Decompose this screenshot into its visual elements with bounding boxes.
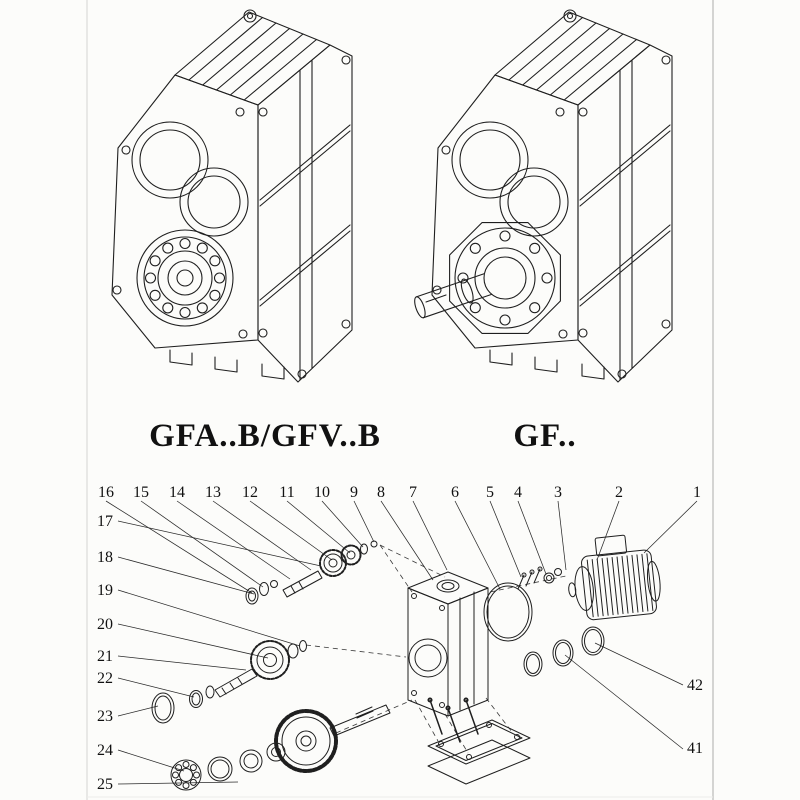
output-shaft bbox=[414, 273, 493, 319]
leader-41 bbox=[564, 654, 684, 750]
leader-4 bbox=[517, 500, 547, 575]
callout-4: 4 bbox=[514, 484, 522, 501]
leader-17 bbox=[117, 520, 322, 567]
side-face-ribs bbox=[579, 59, 671, 381]
output-flange bbox=[449, 222, 561, 334]
leader-42 bbox=[594, 642, 684, 686]
callout-13: 13 bbox=[205, 484, 221, 501]
leader-14 bbox=[176, 500, 291, 580]
output-shaft bbox=[329, 704, 391, 737]
callout-42: 42 bbox=[687, 677, 703, 694]
retaining-ring bbox=[207, 756, 233, 782]
callout-1: 1 bbox=[693, 484, 701, 501]
exploded-view: 16 15 14 13 12 11 10 9 8 7 6 5 4 3 2 1 1… bbox=[97, 484, 703, 793]
callout-16: 16 bbox=[98, 484, 114, 501]
callout-23: 23 bbox=[97, 708, 113, 725]
callout-12: 12 bbox=[242, 484, 258, 501]
leader-16 bbox=[105, 500, 253, 594]
callout-17: 17 bbox=[97, 513, 113, 530]
callout-9: 9 bbox=[350, 484, 358, 501]
lifting-eye-icon bbox=[243, 9, 257, 23]
callout-41: 41 bbox=[687, 740, 703, 757]
callout-7: 7 bbox=[409, 484, 417, 501]
leader-5 bbox=[489, 500, 522, 578]
gear-bores bbox=[451, 121, 569, 237]
lifting-eye-icon bbox=[563, 9, 577, 23]
callout-5: 5 bbox=[486, 484, 494, 501]
leader-23 bbox=[117, 705, 159, 717]
leader-15 bbox=[140, 500, 264, 588]
electric-motor bbox=[568, 534, 661, 621]
callout-15: 15 bbox=[133, 484, 149, 501]
callout-20: 20 bbox=[97, 616, 113, 633]
small-fasteners bbox=[517, 566, 562, 590]
callout-22: 22 bbox=[97, 670, 113, 687]
leader-10 bbox=[321, 500, 364, 548]
mounting-feet bbox=[169, 349, 285, 380]
leader-3 bbox=[557, 500, 567, 571]
housing-screws bbox=[432, 55, 671, 379]
callout-11: 11 bbox=[279, 484, 294, 501]
leader-20 bbox=[117, 623, 269, 659]
stud-bolts bbox=[427, 697, 479, 743]
mounting-feet bbox=[489, 349, 605, 380]
leader-24 bbox=[117, 749, 185, 772]
top-ribs bbox=[188, 16, 318, 101]
leader-8 bbox=[380, 500, 434, 581]
side-face-ribs bbox=[259, 59, 351, 381]
callout-2: 2 bbox=[615, 484, 623, 501]
input-shaft-assembly bbox=[245, 540, 378, 605]
page-edge-lines bbox=[86, 0, 714, 800]
callout-14: 14 bbox=[169, 484, 185, 501]
drawing-gfab-gfvb bbox=[111, 9, 353, 383]
drawing-gf bbox=[414, 9, 673, 383]
side-face-outline bbox=[577, 44, 673, 383]
leader-12 bbox=[249, 500, 333, 561]
leader-1 bbox=[643, 500, 698, 554]
flange-gasket-ring bbox=[483, 582, 533, 642]
leader-9 bbox=[353, 500, 375, 543]
product-label-gfab-gfvb: GFA..B/GFV..B bbox=[149, 418, 381, 454]
exploded-parts bbox=[151, 534, 661, 791]
leader-21 bbox=[117, 655, 247, 671]
callout-10: 10 bbox=[314, 484, 330, 501]
callout-numbers: 16 15 14 13 12 11 10 9 8 7 6 5 4 3 2 1 1… bbox=[97, 484, 703, 793]
shim-rings bbox=[523, 626, 605, 677]
output-gear bbox=[274, 709, 338, 773]
leader-22 bbox=[117, 677, 195, 698]
callout-25: 25 bbox=[97, 776, 113, 793]
callout-21: 21 bbox=[97, 648, 113, 665]
gear-housing bbox=[407, 571, 489, 717]
leader-lines bbox=[105, 500, 698, 785]
callout-24: 24 bbox=[97, 742, 113, 759]
intermediate-gear-assembly bbox=[151, 640, 307, 724]
leader-19 bbox=[117, 589, 301, 647]
leader-25 bbox=[117, 781, 239, 785]
leader-7 bbox=[412, 500, 448, 571]
cover-plate bbox=[427, 719, 531, 785]
gear-bores bbox=[131, 121, 249, 237]
callout-18: 18 bbox=[97, 549, 113, 566]
leader-6 bbox=[454, 500, 501, 590]
output-shaft-assembly bbox=[170, 704, 391, 791]
leader-2 bbox=[596, 500, 620, 561]
product-label-gf: GF.. bbox=[513, 418, 576, 454]
callout-19: 19 bbox=[97, 582, 113, 599]
leader-11 bbox=[286, 500, 351, 554]
callout-3: 3 bbox=[554, 484, 562, 501]
oil-seal bbox=[239, 749, 263, 773]
output-bearing bbox=[136, 229, 234, 327]
housing-screws bbox=[112, 55, 351, 379]
top-ribs bbox=[508, 16, 638, 101]
ball-bearing bbox=[170, 759, 202, 791]
leader-13 bbox=[212, 500, 312, 571]
callout-6: 6 bbox=[451, 484, 459, 501]
callout-8: 8 bbox=[377, 484, 385, 501]
side-face-outline bbox=[257, 44, 353, 383]
leader-18 bbox=[117, 556, 255, 595]
